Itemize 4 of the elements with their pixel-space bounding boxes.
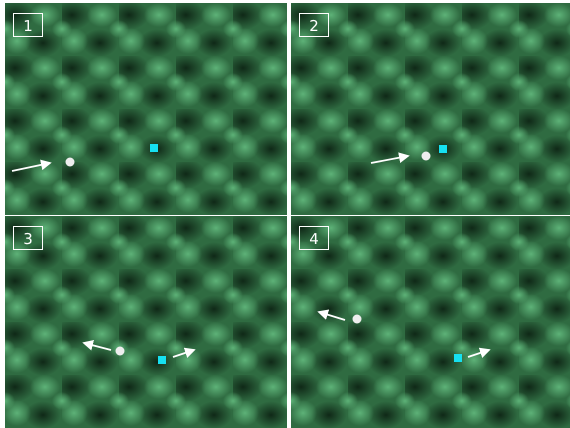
panel-number: 1 bbox=[13, 13, 43, 37]
panel-number: 4 bbox=[299, 226, 329, 250]
panel-number: 3 bbox=[13, 226, 43, 250]
panel-number: 2 bbox=[299, 13, 329, 37]
